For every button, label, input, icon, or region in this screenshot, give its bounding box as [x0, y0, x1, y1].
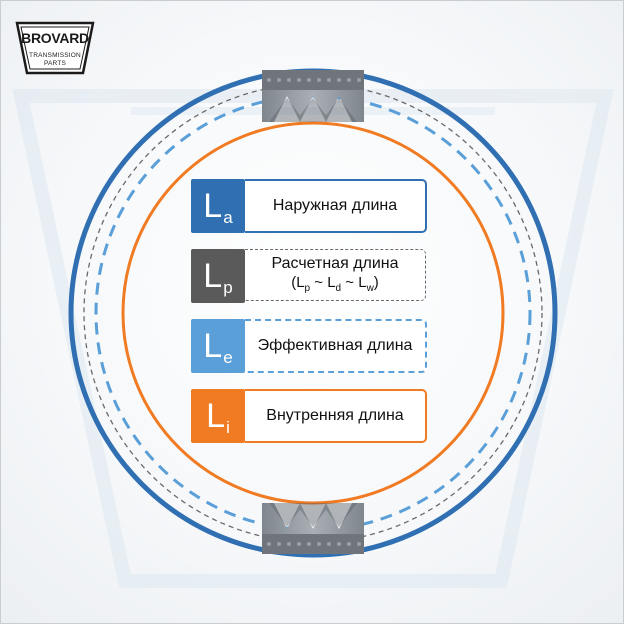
watermark	[12, 89, 614, 588]
logo-line1: TRANSMISSION	[29, 52, 81, 59]
pitch-length-formula: (Lp ~ Ld ~ Lw)	[291, 274, 379, 295]
pitch-length-ring	[83, 83, 543, 543]
brand-logo: BROVARD TRANSMISSION PARTS	[15, 21, 95, 77]
outer-length-ring	[68, 68, 558, 558]
badge-la: La	[191, 179, 245, 233]
label-pitch-length: Расчетная длина (Lp ~ Ld ~ Lw)	[245, 249, 426, 301]
effective-length-ring	[94, 94, 532, 532]
label-inner-length: Внутренняя длина	[245, 389, 427, 443]
logo-brand-text: BROVARD	[21, 30, 89, 46]
badge-le: Le	[191, 319, 245, 373]
top-pulley-section	[262, 70, 364, 122]
logo-line2: PARTS	[43, 60, 67, 67]
bottom-pulley-section	[262, 503, 364, 554]
pitch-length-title: Расчетная длина	[271, 255, 399, 273]
logo-badge-shape	[15, 21, 95, 75]
badge-lp: Lp	[191, 249, 245, 303]
badge-li: Li	[191, 389, 245, 443]
inner-length-ring	[121, 121, 505, 505]
label-outer-length: Наружная длина	[245, 179, 427, 233]
label-effective-length: Эффективная длина	[245, 319, 427, 373]
